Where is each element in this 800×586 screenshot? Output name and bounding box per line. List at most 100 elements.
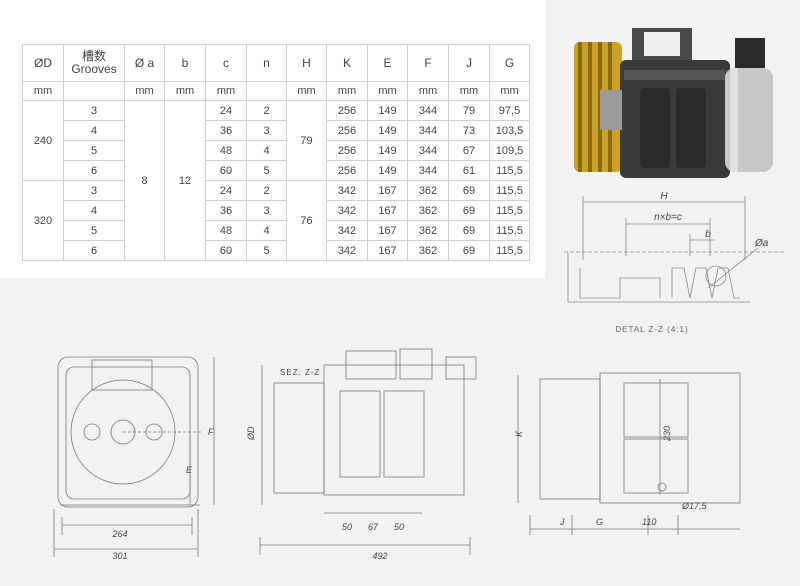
front-301-label: 301 (112, 551, 127, 561)
side-view-drawing: SEZ. Z-Z ØD 50 67 50 492 (246, 348, 477, 561)
rear-view-drawing: K 230 J G 110 Ø17,5 (514, 372, 741, 535)
cell-G: 115,5 (489, 180, 530, 201)
cell-F: 362 (407, 180, 449, 201)
cell-G: 103,5 (489, 120, 530, 141)
unit-cell: mm (22, 81, 64, 101)
cell-c: 60 (205, 160, 247, 181)
unit-cell: mm (124, 81, 165, 101)
col-header-F: F (407, 44, 449, 82)
front-view-drawing: 264 301 E F (53, 356, 215, 561)
unit-cell (63, 81, 125, 101)
cell-J: 69 (448, 180, 490, 201)
cell-E: 149 (367, 140, 408, 161)
rear-110-label: 110 (642, 517, 656, 527)
side-section-label: SEZ. Z-Z (280, 368, 320, 377)
cell-grooves: 5 (63, 140, 125, 161)
detail-H-label: H (660, 191, 668, 202)
grooves-cn: 槽数 (81, 49, 106, 63)
cell-K: 256 (326, 160, 368, 181)
unit-cell: mm (407, 81, 449, 101)
cell-E: 167 (367, 220, 408, 241)
col-header-a: Ø a (124, 44, 165, 82)
cell-J: 69 (448, 220, 490, 241)
cell-grooves: 5 (63, 220, 125, 241)
cell-n: 2 (246, 180, 287, 201)
unit-cell: mm (489, 81, 530, 101)
unit-cell: mm (286, 81, 327, 101)
cell-grooves: 6 (63, 160, 125, 181)
rear-K-label: K (514, 430, 524, 437)
cell-n: 2 (246, 100, 287, 121)
cell-J: 69 (448, 200, 490, 221)
rear-hole-label: Ø17,5 (681, 501, 708, 511)
header-row: ØD 槽数 Grooves Ø a b c n H K E F J G (22, 44, 530, 82)
cell-n: 5 (246, 240, 287, 261)
cell-grooves: 3 (63, 100, 125, 121)
cell-F: 344 (407, 160, 449, 181)
col-header-grooves: 槽数 Grooves (63, 44, 125, 82)
cell-E: 149 (367, 120, 408, 141)
cell-F: 344 (407, 140, 449, 161)
cell-c: 24 (205, 100, 247, 121)
side-50b-label: 50 (394, 522, 404, 532)
cell-c: 48 (205, 220, 247, 241)
cell-E: 149 (367, 160, 408, 181)
cell-G: 115,5 (489, 160, 530, 181)
cell-a: 8 (124, 100, 165, 261)
cell-J: 79 (448, 100, 490, 121)
cell-F: 362 (407, 240, 449, 261)
detail-b-label: b (705, 229, 711, 240)
cell-b: 12 (164, 100, 206, 261)
unit-row: mm mm mm mm mm mm mm mm mm mm (22, 81, 530, 101)
cell-K: 342 (326, 180, 368, 201)
unit-cell: mm (326, 81, 368, 101)
front-264-label: 264 (111, 529, 127, 539)
cell-E: 167 (367, 180, 408, 201)
unit-cell: mm (164, 81, 206, 101)
cell-G: 115,5 (489, 200, 530, 221)
col-header-c: c (205, 44, 247, 82)
col-header-D: ØD (22, 44, 64, 82)
grooves-en: Grooves (71, 62, 117, 76)
table-row: 4 36 3 342 167 362 69 115,5 (23, 200, 530, 221)
col-header-K: K (326, 44, 368, 82)
col-header-E: E (367, 44, 408, 82)
cell-grooves: 6 (63, 240, 125, 261)
col-header-n: n (246, 44, 287, 82)
cell-K: 256 (326, 140, 368, 161)
table-row: 320 3 24 2 76 342 167 362 69 115,5 (22, 180, 530, 261)
side-D-label: ØD (246, 426, 256, 441)
cell-c: 60 (205, 240, 247, 261)
col-header-G: G (489, 44, 530, 82)
side-50a-label: 50 (342, 522, 352, 532)
rear-G-label: G (596, 517, 603, 527)
cell-c: 48 (205, 140, 247, 161)
detail-caption: DETAL Z-Z (4:1) (615, 325, 688, 334)
cell-c: 24 (205, 180, 247, 201)
cell-K: 342 (326, 220, 368, 241)
cell-J: 61 (448, 160, 490, 181)
unit-cell (246, 81, 287, 101)
table-row: 6 60 5 256 149 344 61 115,5 (23, 160, 530, 181)
cell-G: 115,5 (489, 240, 530, 261)
front-F-label: F (208, 427, 214, 437)
cell-E: 167 (367, 240, 408, 261)
unit-cell: mm (367, 81, 408, 101)
cell-F: 362 (407, 220, 449, 241)
motor-photo (560, 20, 795, 190)
table-row: 5 48 4 256 149 344 67 109,5 (23, 140, 530, 161)
cell-G: 115,5 (489, 220, 530, 241)
cell-F: 344 (407, 100, 449, 121)
cell-n: 3 (246, 120, 287, 141)
detail-phi-a-label: Øa (754, 238, 769, 249)
col-header-H: H (286, 44, 327, 82)
cell-G: 109,5 (489, 140, 530, 161)
detail-zz-drawing: H n×b=c b Øa DETAL Z-Z (4:1) (564, 191, 784, 334)
spec-table: ØD 槽数 Grooves Ø a b c n H K E F J G mm m… (22, 44, 530, 261)
table-row: 6 60 5 342 167 362 69 115,5 (23, 240, 530, 261)
cell-H: 76 (286, 180, 327, 261)
cell-D: 240 (22, 100, 64, 181)
spec-table-panel: ØD 槽数 Grooves Ø a b c n H K E F J G mm m… (0, 0, 545, 278)
cell-n: 5 (246, 160, 287, 181)
